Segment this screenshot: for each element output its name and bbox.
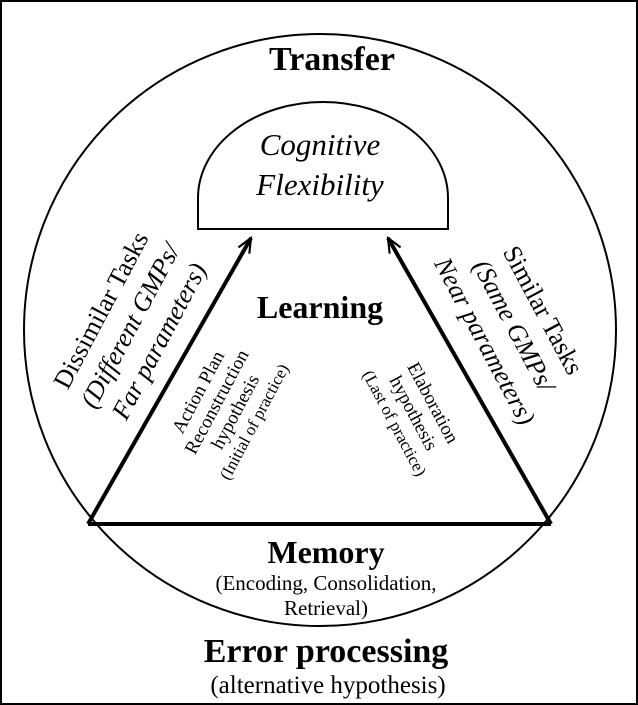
learning-label: Learning [257,289,383,325]
cognitive-flexibility-line2: Flexibility [255,167,384,202]
cognitive-flexibility-line1: Cognitive [260,127,381,162]
right-outer-label: Similar Tasks (Same GMPs/ Near parameter… [428,241,589,430]
right-arrow-line [386,238,553,525]
cognitive-flexibility-dome [197,101,449,230]
memory-line1: (Encoding, Consolidation, [215,571,436,595]
error-processing-subtitle: (alternative hypothesis) [210,672,445,699]
right-inner-label: Elaboration hypothesis (Last of practice… [359,359,463,479]
memory-line2: Retrieval) [284,596,368,620]
left-arrow-line [86,238,253,525]
error-processing-title: Error processing [204,633,449,670]
title-transfer: Transfer [269,41,395,78]
memory-title: Memory [267,534,384,570]
left-inner-label: Action Plan Reconstruction hypothesis (I… [168,346,293,483]
outer-circle [23,33,617,627]
